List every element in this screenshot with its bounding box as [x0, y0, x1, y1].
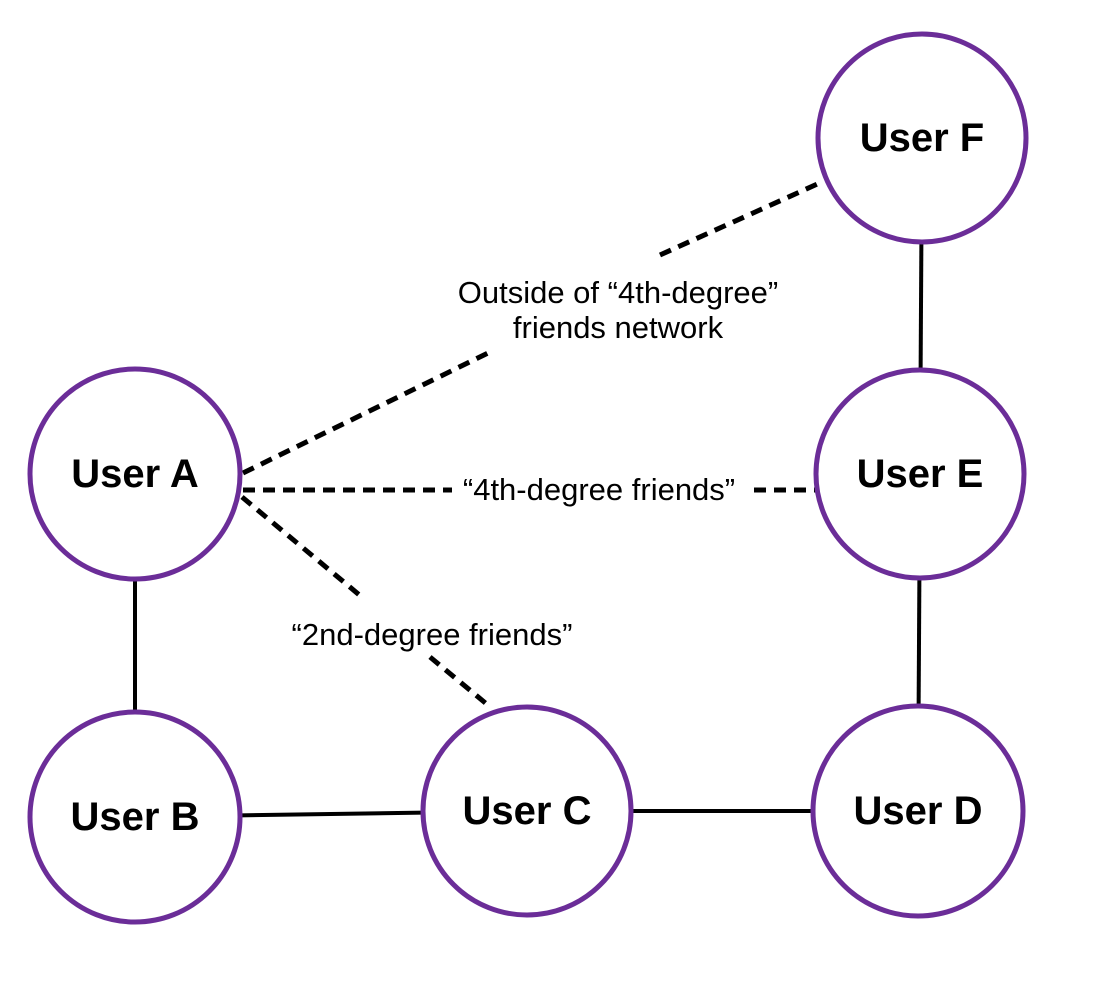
dashed-edge-a-to-f-outside-network-seg1: [241, 349, 492, 476]
node-circle-user-f: [815, 31, 1029, 245]
annotation-4th-degree-friends-label: “4th-degree friends”: [463, 472, 735, 507]
node-circle-user-b: [27, 709, 243, 925]
node-circle-user-e: [813, 367, 1027, 581]
annotation-outside-4th-degree-label-line1: Outside of “4th-degree”: [458, 275, 779, 310]
node-circle-user-a: [27, 366, 243, 582]
dashed-edge-a-to-c-2nd-degree-seg2: [428, 655, 491, 708]
node-circle-user-c: [420, 704, 634, 918]
annotation-2nd-degree-friends-label: “2nd-degree friends”: [292, 617, 573, 652]
dashed-edge-a-to-c-2nd-degree-seg1: [240, 495, 365, 600]
solid-edge-b-c: [239, 810, 424, 818]
node-label-user-c: User C: [463, 789, 592, 833]
node-label-user-a: User A: [71, 452, 198, 496]
solid-edge-d-e: [916, 577, 922, 707]
node-circle-user-d: [810, 703, 1026, 919]
annotation-outside-4th-degree-label-line2: friends network: [513, 310, 724, 345]
node-label-user-f: User F: [860, 116, 985, 160]
solid-edge-e-f: [918, 241, 924, 371]
dashed-edge-a-to-f-outside-network-seg2: [658, 178, 826, 258]
node-label-user-b: User B: [71, 795, 200, 839]
node-label-user-d: User D: [854, 789, 983, 833]
node-label-user-e: User E: [857, 452, 984, 496]
